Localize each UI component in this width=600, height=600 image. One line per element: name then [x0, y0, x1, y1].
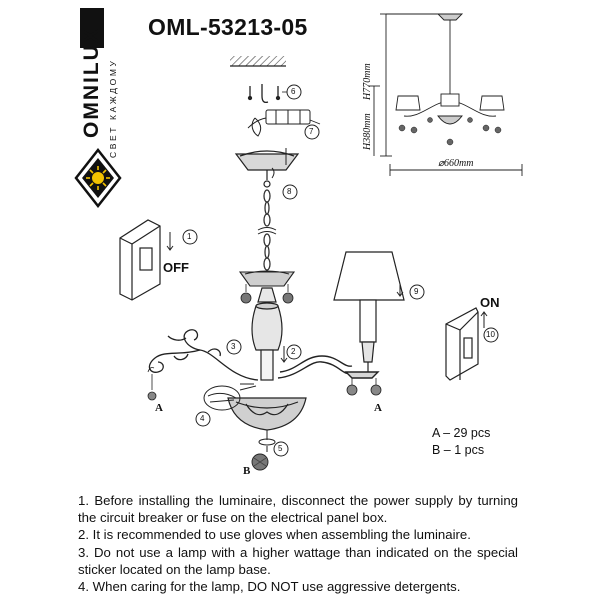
callout-circles: [182, 84, 499, 457]
dim-height-body: H380mm: [362, 113, 373, 150]
instruction-1: 1. Before installing the luminaire, disc…: [78, 493, 518, 526]
right-shade: [333, 251, 405, 372]
callout-6: 6: [291, 87, 296, 96]
bottom-crystal-b: [251, 453, 269, 471]
callout-3: 3: [231, 342, 236, 351]
callout-8: 8: [287, 187, 292, 196]
callout-9: 9: [414, 287, 419, 296]
instruction-4: 4. When caring for the lamp, DO NOT use …: [78, 579, 461, 595]
switch-off-label: OFF: [163, 260, 189, 275]
brand-box: [80, 8, 104, 48]
part-label-a-right: A: [374, 402, 382, 414]
callout-5: 5: [278, 444, 283, 453]
left-arm: [148, 329, 259, 381]
switch-on: [445, 307, 479, 381]
legend-line-a: A – 29 pcs: [432, 426, 491, 440]
brand-sun-icon: [74, 148, 122, 208]
legend-line-b: B – 1 pcs: [432, 443, 485, 457]
right-arm: [277, 355, 380, 379]
instruction-2: 2. It is recommended to use gloves when …: [78, 527, 471, 543]
dimension-crystals: [398, 117, 502, 146]
safety-instructions: 1. Before installing the luminaire, disc…: [78, 492, 518, 595]
left-crystals: [147, 367, 157, 401]
dim-height-total: H770mm: [362, 63, 373, 100]
callout-10: 10: [486, 330, 495, 339]
parts-legend: A – 29 pcs B – 1 pcs: [432, 425, 490, 459]
model-title: OML-53213-05: [148, 14, 308, 40]
canopy: [234, 150, 300, 188]
hook-screws: [247, 84, 281, 104]
switch-off: [119, 219, 161, 301]
dim-diameter: ⌀660mm: [438, 158, 474, 169]
bottom-bowl: [227, 397, 307, 431]
switch-on-label: ON: [480, 295, 500, 310]
central-column: [251, 287, 283, 381]
callout-7: 7: [309, 127, 314, 136]
callout-4: 4: [200, 414, 205, 423]
callout-2: 2: [291, 347, 296, 356]
chain: [263, 189, 271, 271]
bottom-finial: [258, 430, 276, 452]
wire-connector: [203, 385, 257, 411]
upper-cup: [238, 270, 296, 287]
callout-1: 1: [187, 232, 192, 241]
ceiling-hatch: [230, 56, 286, 66]
part-label-b: B: [243, 465, 251, 477]
upper-crystals: [240, 284, 294, 304]
part-label-a-left: A: [155, 402, 163, 414]
right-crystals: [346, 378, 382, 396]
terminal-block: [247, 109, 311, 137]
assembly-diagram: [119, 13, 523, 471]
dimension-drawing: [368, 13, 523, 176]
instruction-3: 3. Do not use a lamp with a higher watta…: [78, 544, 518, 577]
